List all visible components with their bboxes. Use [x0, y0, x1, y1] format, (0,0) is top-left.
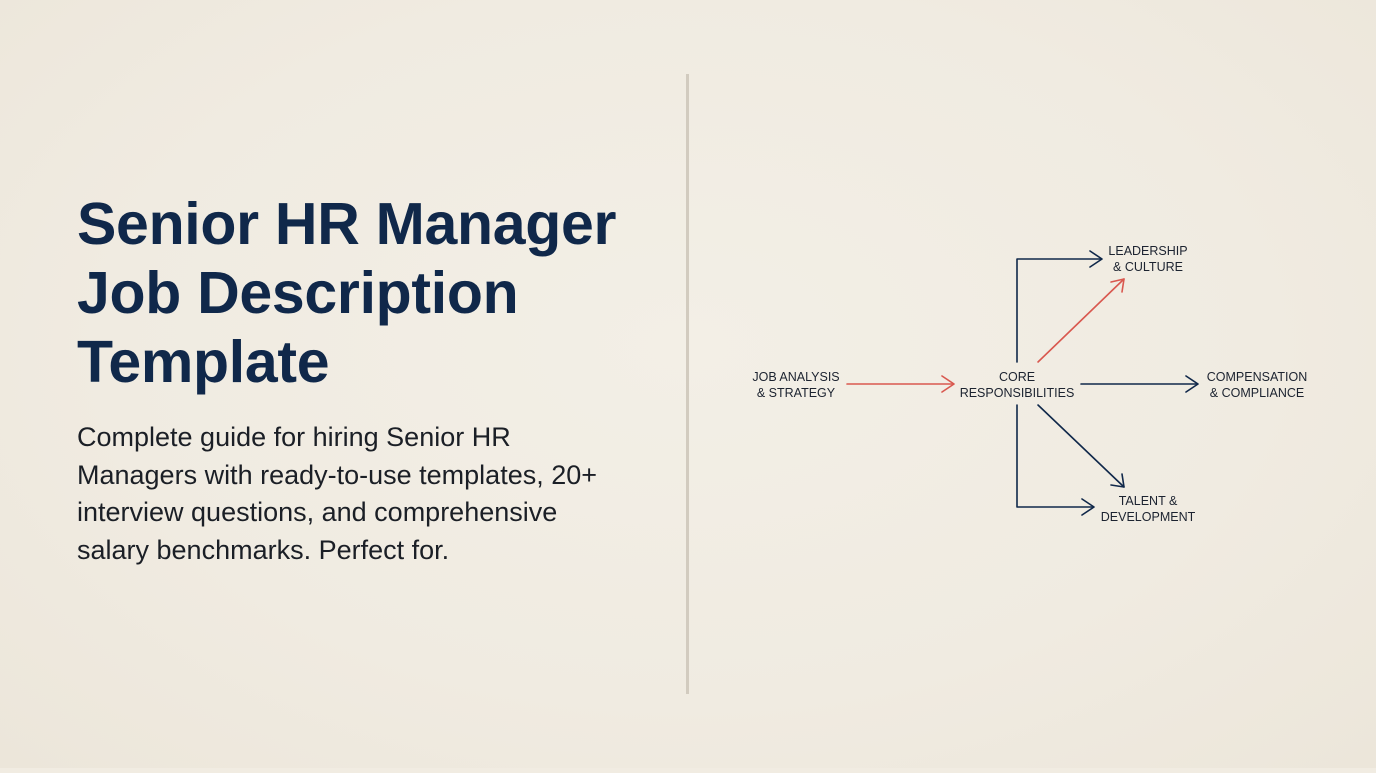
arrow-center-to-compensation [1080, 375, 1199, 393]
subtitle-line-1: Complete guide for hiring Senior HR [77, 422, 511, 452]
page-title: Senior HR Manager Job Description Templa… [77, 190, 677, 397]
arrow-input-to-center [846, 375, 955, 393]
arrow-diagonal-to-leadership [1037, 278, 1125, 363]
node-job-analysis: JOB ANALYSIS & STRATEGY [752, 370, 840, 400]
subtitle-line-2: Managers with ready-to-use templates, 20… [77, 459, 598, 490]
node-core-responsibilities: CORE RESPONSIBILITIES [959, 370, 1075, 400]
node-leadership-culture: LEADERSHIP & CULTURE [1108, 244, 1188, 274]
arrow-bracket-to-leadership [1016, 250, 1103, 363]
arrow-diagonal-to-talent [1037, 404, 1125, 488]
title-line-3: Template [77, 329, 330, 395]
arrow-bracket-to-talent [1016, 404, 1095, 516]
title-line-1: Senior HR Manager [77, 191, 617, 257]
node-compensation-compliance: COMPENSATION & COMPLIANCE [1206, 370, 1308, 400]
subtitle-line-3: interview questions, and comprehensive [77, 497, 558, 527]
vertical-divider [686, 74, 689, 694]
subtitle-line-4: salary benchmarks. Perfect for. [77, 534, 450, 565]
title-line-2: Job Description [77, 260, 519, 326]
page-subtitle: Complete guide for hiring Senior HR Mana… [77, 419, 677, 569]
node-talent-development: TALENT & DEVELOPMENT [1100, 494, 1196, 524]
